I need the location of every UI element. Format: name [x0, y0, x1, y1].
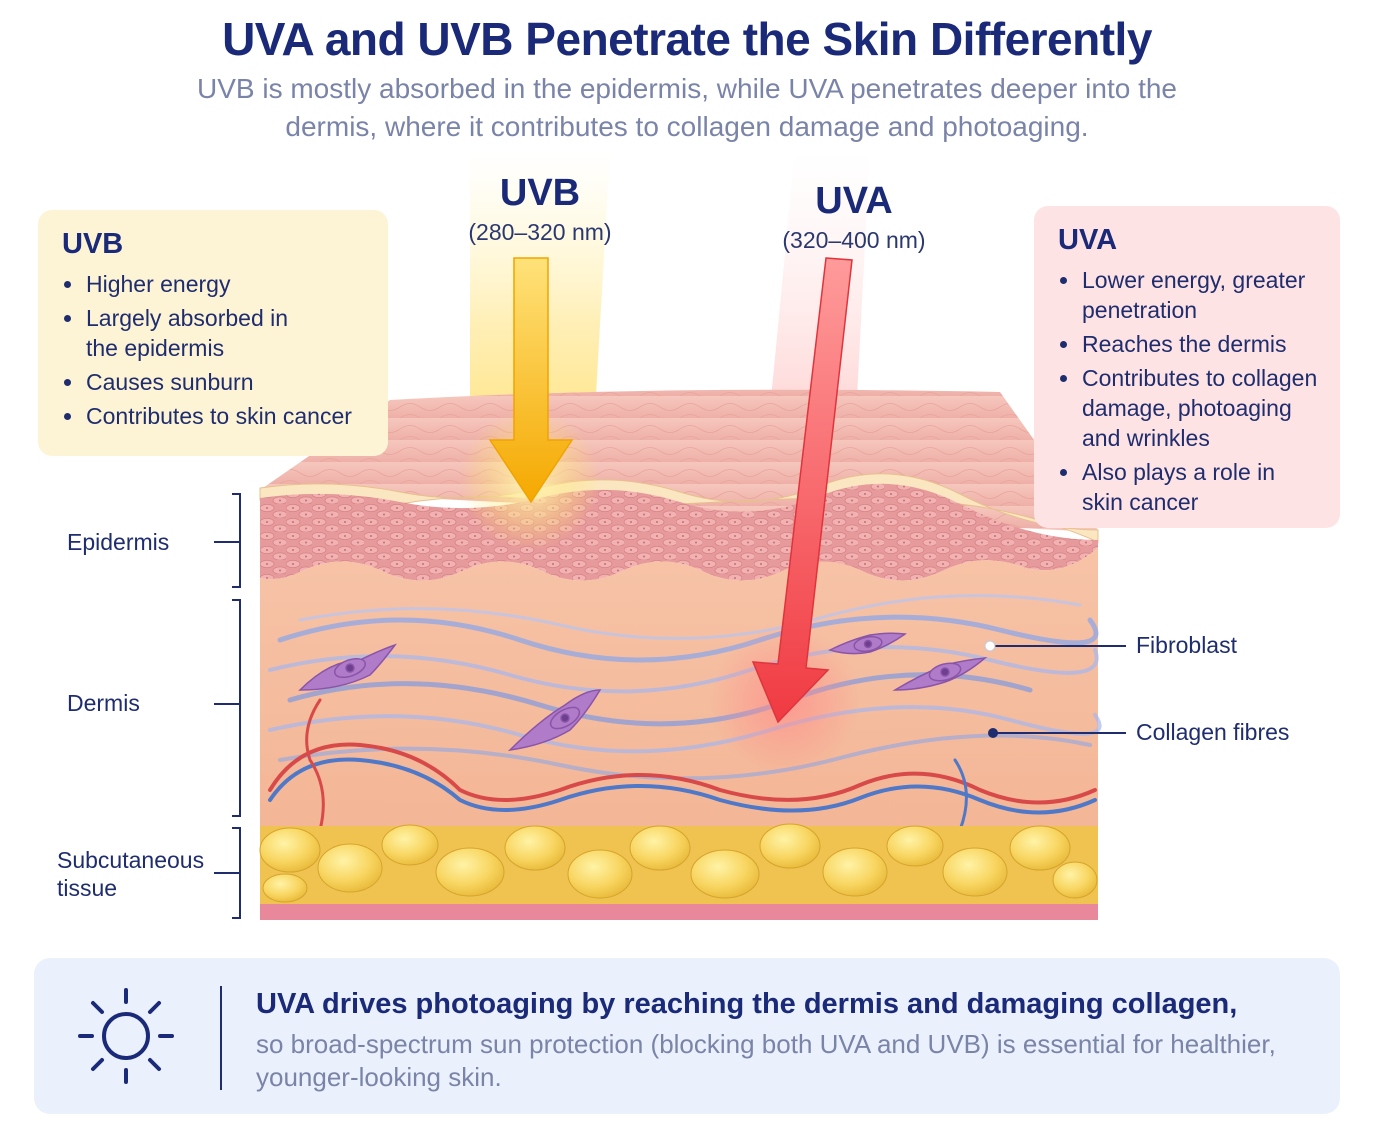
uvb-bullet-list: Higher energy Largely absorbed in the ep…	[60, 269, 366, 431]
summary-divider	[220, 986, 222, 1090]
summary-box: UVA drives photoaging by reaching the de…	[34, 958, 1340, 1114]
page-subtitle: UVB is mostly absorbed in the epidermis,…	[197, 73, 1177, 142]
uvb-info-card: UVB Higher energy Largely absorbed in th…	[38, 210, 388, 456]
uva-bullet: Also plays a role in skin cancer	[1056, 457, 1292, 517]
fat-cells	[259, 823, 1098, 903]
uvb-arrow	[488, 257, 574, 504]
dermis-label: Dermis	[67, 690, 140, 716]
uva-ray-name: UVA	[815, 180, 893, 222]
epidermis-layer	[260, 483, 1098, 581]
callout-lines	[984, 640, 1126, 738]
epidermis-label: Epidermis	[67, 529, 170, 555]
uvb-bullet: Higher energy	[60, 269, 366, 299]
blood-vessels	[268, 698, 1097, 832]
fibroblasts	[298, 632, 988, 752]
uva-bullet-list: Lower energy, greater penetration Reache…	[1056, 265, 1318, 517]
uvb-wavelength: (280–320 nm)	[468, 219, 612, 245]
uvb-card-title: UVB	[62, 228, 124, 260]
subcutaneous-label: Subcutaneous tissue	[57, 846, 204, 902]
uva-bullet: Contributes to collagen damage, photoagi…	[1056, 363, 1318, 453]
uva-bullet: Lower energy, greater penetration	[1056, 265, 1318, 325]
uva-info-card: UVA Lower energy, greater penetration Re…	[1034, 206, 1340, 528]
page-title: UVA and UVB Penetrate the Skin Different…	[222, 13, 1152, 65]
uva-bullet: Reaches the dermis	[1056, 329, 1318, 359]
uvb-bullet: Causes sunburn	[60, 367, 366, 397]
layer-brackets	[214, 493, 241, 919]
summary-body: so broad-spectrum sun protection (blocki…	[256, 1029, 1276, 1092]
bottom-tissue-band	[260, 904, 1098, 920]
sun-icon	[78, 988, 174, 1084]
fibroblast-label: Fibroblast	[1136, 632, 1237, 658]
uvb-ray-name: UVB	[499, 172, 581, 214]
collagen-fibres-label: Collagen fibres	[1136, 719, 1290, 745]
uva-arrow	[751, 257, 853, 724]
uva-card-title: UVA	[1058, 224, 1118, 256]
uva-wavelength: (320–400 nm)	[782, 227, 926, 253]
uvb-ray-label: UVB (280–320 nm)	[440, 172, 640, 246]
uvb-bullet: Largely absorbed in the epidermis	[60, 303, 306, 363]
uvb-bullet: Contributes to skin cancer	[60, 401, 366, 431]
summary-headline: UVA drives photoaging by reaching the de…	[256, 988, 1238, 1020]
subcutaneous-label-line-2: tissue	[57, 875, 118, 901]
subcutaneous-label-line-1: Subcutaneous	[57, 847, 205, 873]
uva-ray-label: UVA (320–400 nm)	[754, 180, 954, 254]
